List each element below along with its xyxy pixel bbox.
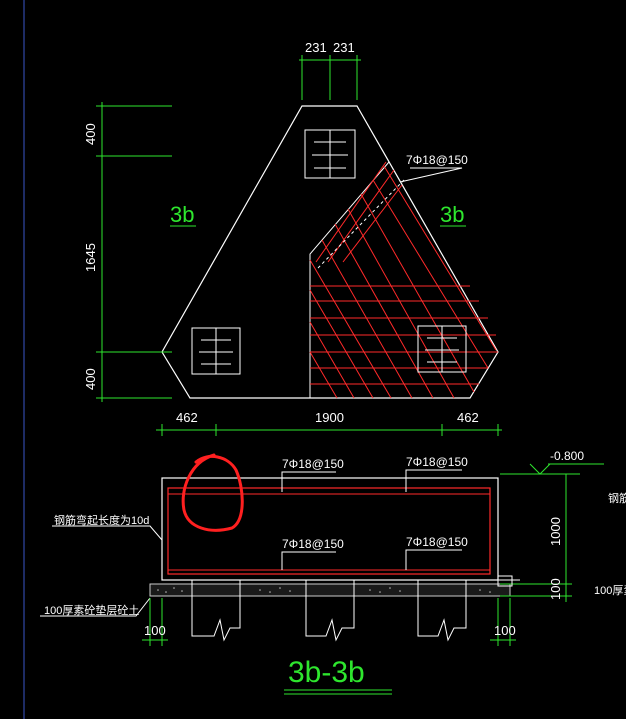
hand-drawn-circle bbox=[181, 453, 244, 532]
dim-left-100: 100 bbox=[144, 623, 166, 638]
pile-symbol-left bbox=[191, 327, 241, 375]
section-leaders bbox=[52, 469, 462, 570]
dim-bottom-right: 462 bbox=[457, 410, 479, 425]
rebar-label-top-right: 7Φ18@150 bbox=[406, 455, 468, 469]
rebar-label-bot-left: 7Φ18@150 bbox=[282, 537, 344, 551]
left-vertical-dimension bbox=[96, 102, 172, 402]
section-right-detail bbox=[490, 575, 520, 587]
dim-side-top: 400 bbox=[83, 123, 98, 145]
section-mark-left: 3b bbox=[170, 202, 194, 227]
bottom-note: 100厚素砼垫层砼土 bbox=[44, 603, 139, 617]
top-dimension bbox=[299, 55, 361, 100]
cut-boundary bbox=[309, 161, 390, 398]
right-note-1: 钢筋 bbox=[608, 491, 626, 505]
dim-right-100: 100 bbox=[494, 623, 516, 638]
plan-view: 231 231 400 1645 400 462 1900 462 3b 3b bbox=[83, 40, 502, 436]
section-view: 7Φ18@150 7Φ18@150 7Φ18@150 7Φ18@150 钢筋弯起… bbox=[40, 449, 626, 695]
section-piles bbox=[191, 580, 467, 642]
section-mark-right: 3b bbox=[440, 202, 464, 227]
cushion-dim: 100 bbox=[548, 578, 563, 600]
dim-top-right: 231 bbox=[333, 40, 355, 55]
section-title: 3b-3b bbox=[288, 656, 365, 689]
height-dim: 1000 bbox=[548, 517, 563, 546]
bottom-100-dims bbox=[142, 598, 516, 646]
dim-side-bot: 400 bbox=[83, 368, 98, 390]
rebar-label-bot-right: 7Φ18@150 bbox=[406, 535, 468, 549]
right-note-2: 100厚素 bbox=[594, 584, 626, 597]
section-rebar bbox=[167, 487, 491, 575]
elevation-marker bbox=[528, 463, 604, 475]
rebar-leader bbox=[399, 167, 463, 183]
rebar-hatch bbox=[309, 161, 498, 399]
right-vertical-dimension bbox=[500, 473, 572, 602]
cushion-hatch bbox=[157, 587, 491, 593]
section-outline bbox=[161, 477, 499, 581]
pile-symbol-top bbox=[304, 129, 356, 179]
left-note: 钢筋弯起长度为10d bbox=[54, 513, 149, 527]
elevation-text: -0.800 bbox=[550, 449, 584, 463]
cushion-layer bbox=[149, 583, 511, 597]
rebar-leader-diag bbox=[317, 179, 405, 269]
dim-bottom-left: 462 bbox=[176, 410, 198, 425]
bottom-note-leader bbox=[40, 597, 151, 617]
dim-bottom-mid: 1900 bbox=[315, 410, 344, 425]
pile-symbol-right bbox=[417, 325, 467, 373]
rebar-label-top-left: 7Φ18@150 bbox=[282, 457, 344, 471]
dim-side-mid: 1645 bbox=[83, 243, 98, 272]
dim-top-left: 231 bbox=[305, 40, 327, 55]
plan-rebar-label: 7Φ18@150 bbox=[406, 153, 468, 167]
bottom-dimension bbox=[156, 424, 502, 436]
